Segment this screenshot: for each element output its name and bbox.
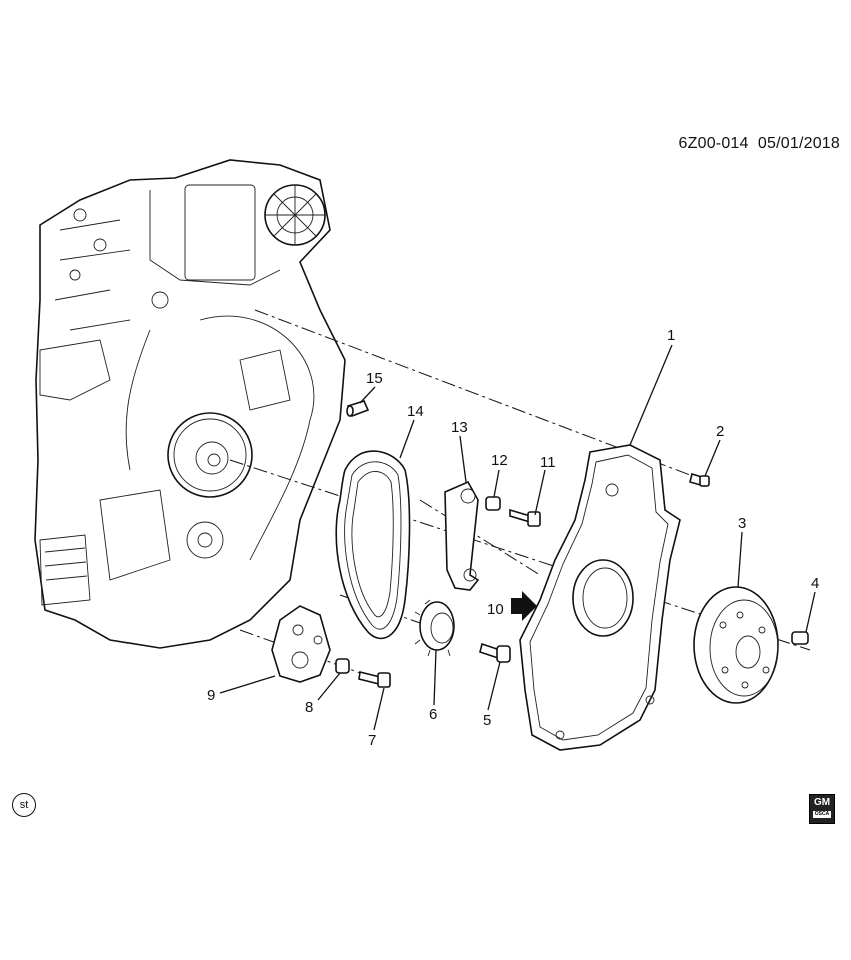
part-8-spacer — [335, 658, 350, 674]
callout-14: 14 — [407, 403, 424, 420]
callout-3: 3 — [738, 515, 746, 532]
engine-block — [34, 159, 346, 649]
st-badge: st — [12, 793, 36, 817]
callout-13: 13 — [451, 419, 468, 436]
callout-7: 7 — [368, 732, 376, 749]
part-15-dowel — [346, 400, 370, 418]
callout-4: 4 — [811, 575, 819, 592]
gm-logo-sub: OSCA — [813, 811, 831, 818]
gm-logo: GM OSCA — [809, 794, 835, 824]
part-11-bolt — [509, 508, 541, 527]
callout-10: 10 — [487, 601, 504, 618]
callout-1: 1 — [667, 327, 675, 344]
callout-5: 5 — [483, 712, 491, 729]
callout-15: 15 — [366, 370, 383, 387]
part-9-pump — [271, 605, 331, 683]
cam-sprocket — [264, 184, 326, 246]
part-5-bolt — [479, 642, 511, 663]
gm-logo-text: GM — [813, 797, 831, 808]
leader-lines — [219, 344, 816, 731]
part-4-dowel — [791, 631, 809, 645]
callout-12: 12 — [491, 452, 508, 469]
part-7-bolt — [358, 671, 391, 688]
part-13-tensioner — [444, 480, 480, 591]
part-2-bolt — [689, 472, 710, 488]
part-12-spacer — [485, 496, 501, 511]
callout-11: 11 — [540, 454, 556, 471]
part-3-pulley — [693, 586, 779, 704]
callout-6: 6 — [429, 706, 437, 723]
callout-2: 2 — [716, 423, 724, 440]
callout-9: 9 — [207, 687, 215, 704]
crank-sprocket — [167, 412, 253, 498]
callout-labels: 1 2 3 4 5 6 7 8 9 10 11 12 13 14 15 — [207, 327, 819, 749]
part-14-belt — [335, 450, 411, 640]
diagram-code: 6Z00-014 — [678, 135, 749, 152]
part-10-arrow — [511, 591, 537, 621]
diagram-header: 6Z00-014 05/01/2018 — [600, 135, 840, 153]
diagram-date: 05/01/2018 — [757, 135, 840, 152]
part-6-sprocket — [414, 599, 455, 657]
part-1-front-cover — [519, 444, 681, 751]
callout-8: 8 — [305, 699, 313, 716]
